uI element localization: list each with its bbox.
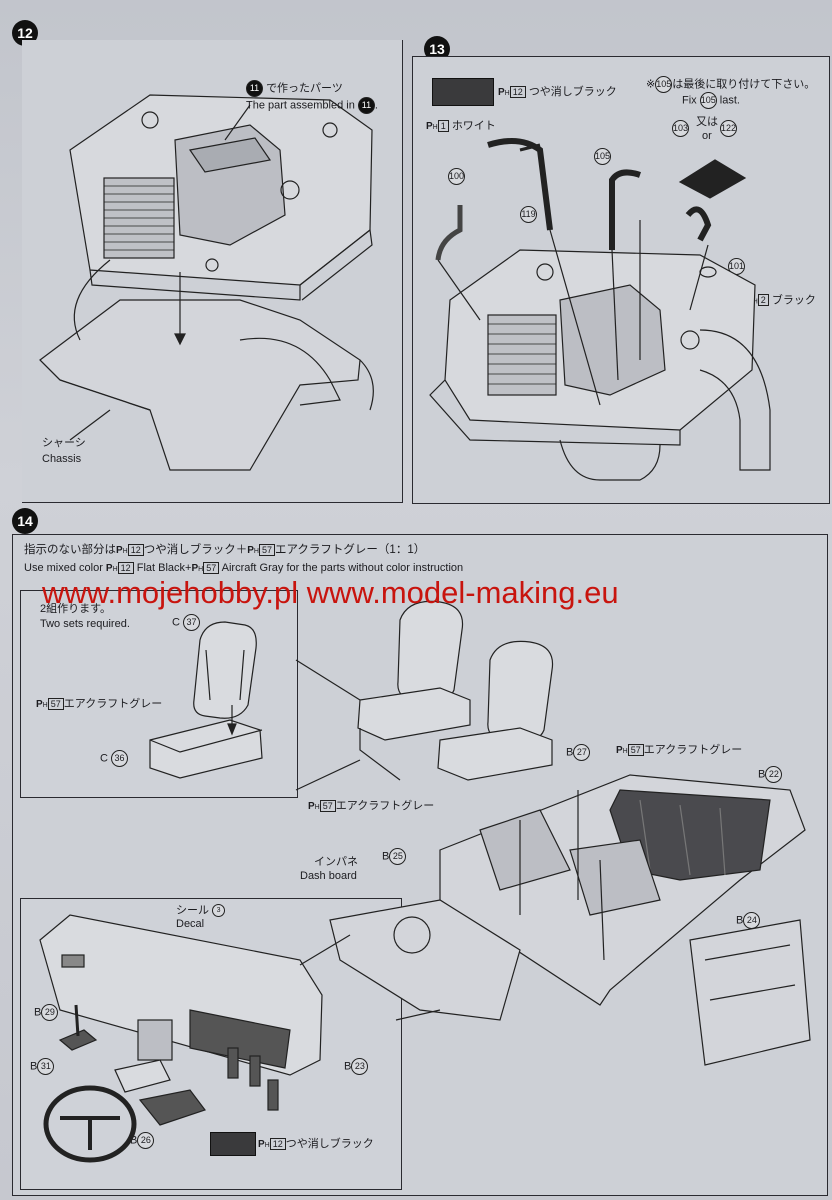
step-12-part-label: 11 で作ったパーツ (246, 80, 343, 97)
or-en-label: or (702, 130, 712, 142)
chassis-label-en: Chassis (42, 453, 82, 465)
part-105-label: 105 (594, 148, 611, 165)
flat-black-swatch-bottom (210, 1132, 256, 1156)
dash-label-jp: インパネ (314, 856, 358, 868)
step-12-part-label-en: The part assembled in 11. (246, 97, 378, 114)
flat-black-swatch (432, 78, 494, 106)
two-sets-en: Two sets required. (40, 618, 130, 630)
part-c37-label: C 37 (172, 614, 201, 631)
chassis-label-jp: シャーシ (42, 437, 86, 449)
or-jp-label: 又は (696, 116, 718, 128)
decal-label-jp: シール 3 (176, 904, 226, 917)
part-ref-11-en: 11 (357, 97, 375, 114)
part-100-label: 100 (448, 168, 465, 185)
part-label-en: The part assembled in (246, 99, 355, 112)
part-119-label: 119 (520, 206, 537, 223)
two-sets-jp: 2組作ります。 (40, 603, 112, 615)
step-14-badge: 14 (12, 508, 38, 534)
part-122-label: 122 (720, 120, 737, 137)
fix-note-en: Fix 105 last. (682, 92, 740, 109)
decal-label-en: Decal (176, 918, 205, 930)
fix-note-jp: ※105は最後に取り付けて下さい。 (646, 76, 815, 93)
part-c36-label: C 36 (100, 750, 129, 767)
part-ref-11: 11 (246, 80, 263, 97)
part-103-label: 103 (672, 120, 689, 137)
part-label-jp: で作ったパーツ (266, 82, 343, 95)
watermark-text: www.mojehobby.pl www.model-making.eu (42, 575, 619, 610)
dash-label-en: Dash board (300, 870, 357, 882)
